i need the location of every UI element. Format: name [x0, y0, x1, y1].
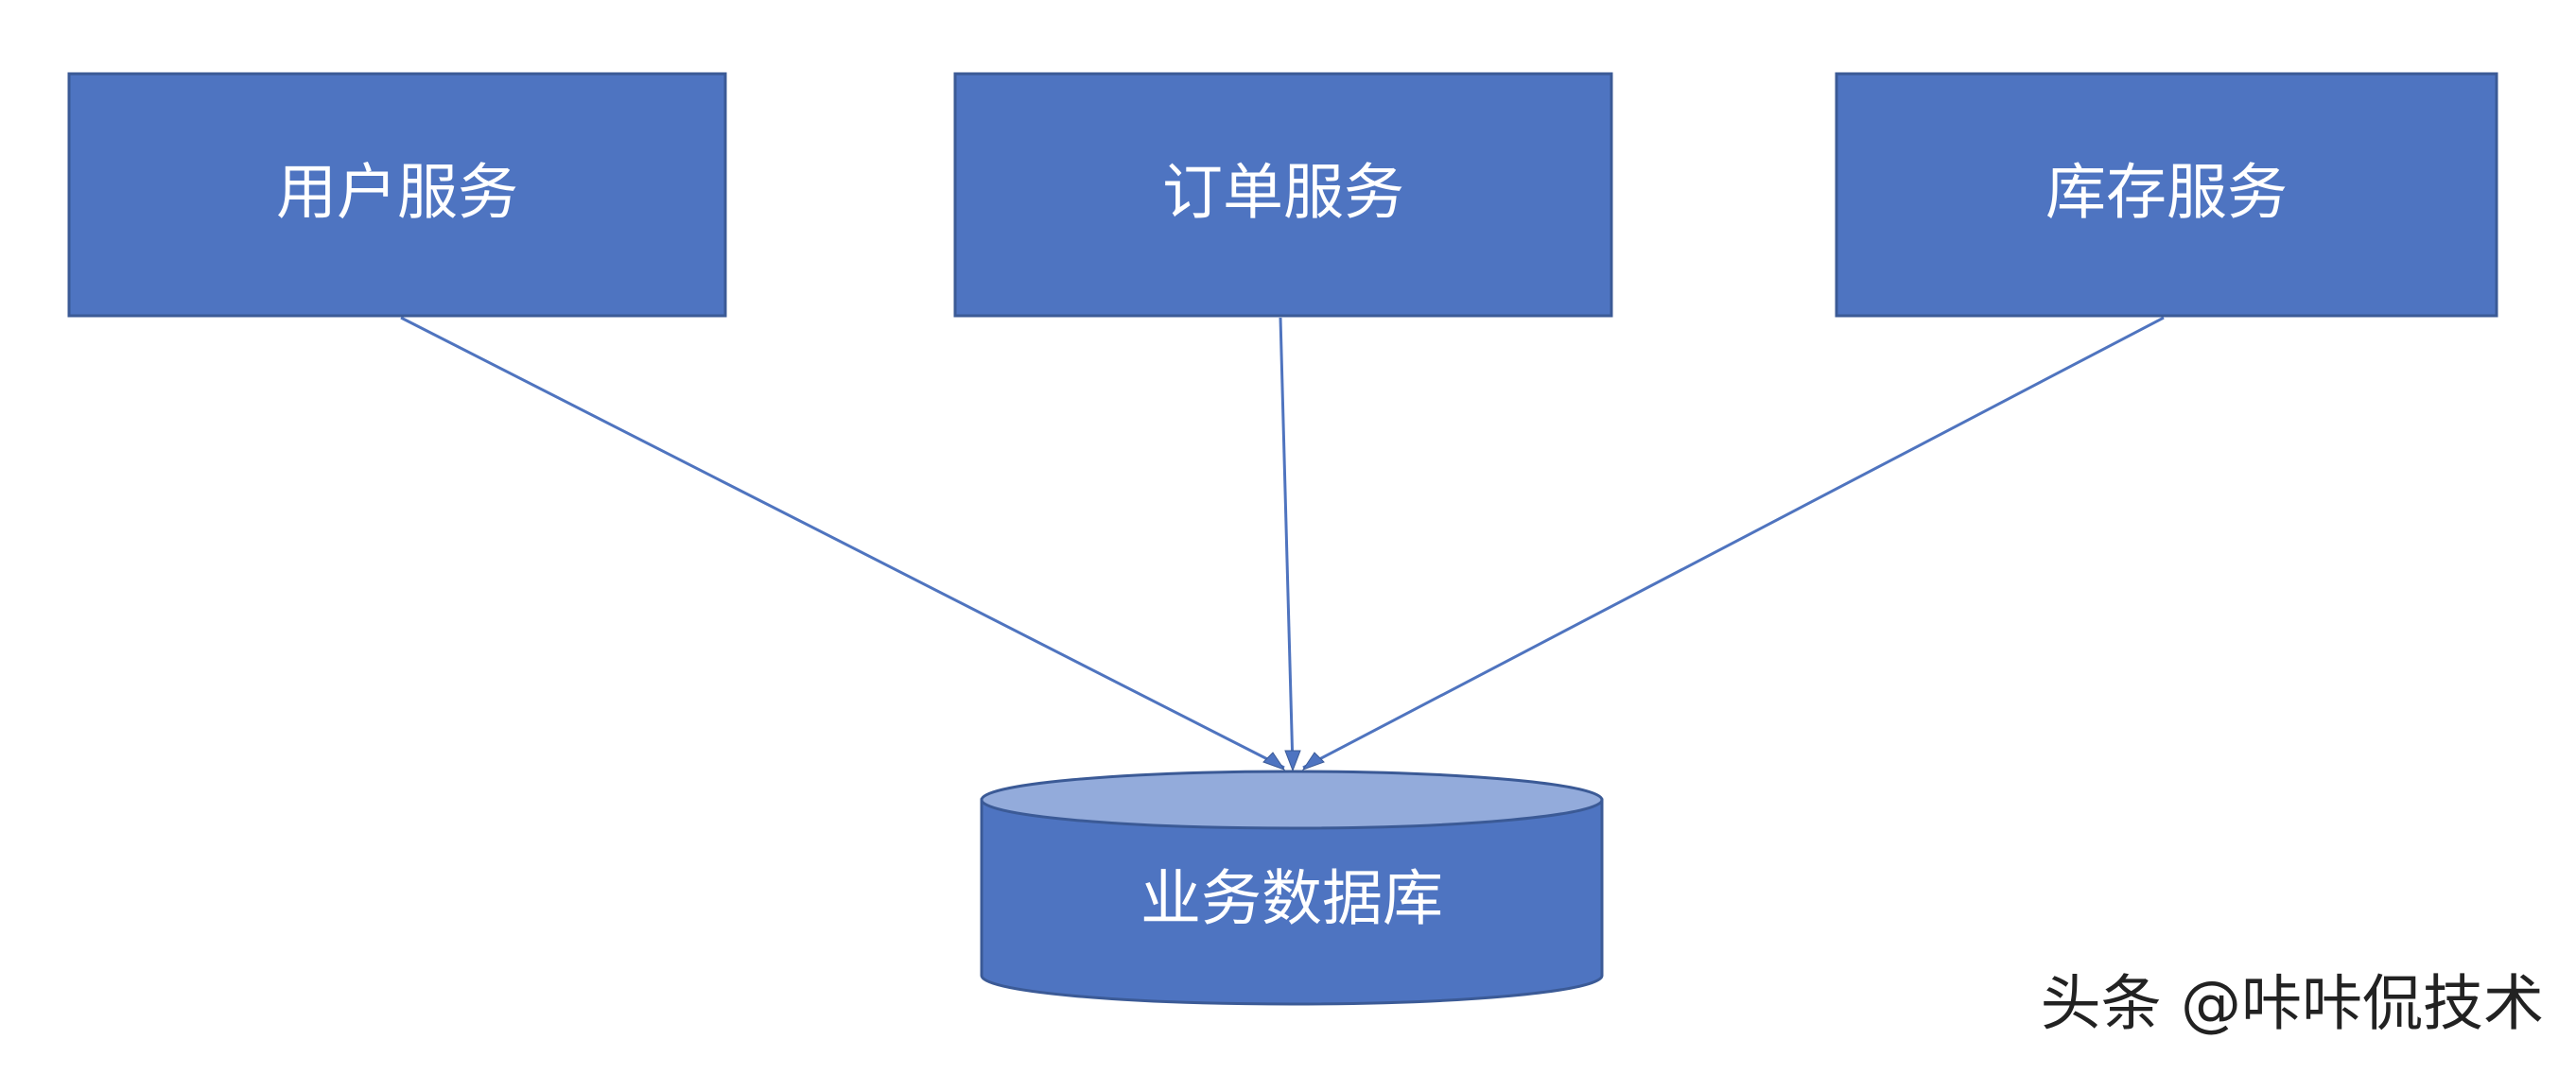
edges — [400, 316, 2165, 772]
db-body — [980, 798, 1604, 1006]
arrowhead-user-service — [1262, 752, 1286, 771]
node-label: 库存服务 — [2045, 159, 2288, 229]
watermark: 头条 @咔咔侃技术 — [2041, 970, 2544, 1040]
node-order-service: 订单服务 — [953, 72, 1613, 318]
node-label: 业务数据库 — [1140, 865, 1443, 935]
node-business-db: 业务数据库 — [980, 770, 1604, 1006]
node-inventory-service: 库存服务 — [1835, 72, 2498, 318]
arrowhead-inventory-service — [1301, 752, 1325, 771]
node-label: 用户服务 — [276, 159, 518, 229]
edge-user-service-to-business-db — [400, 316, 1285, 770]
db-top — [980, 770, 1604, 830]
node-label: 订单服务 — [1162, 159, 1404, 229]
arrowhead-order-service — [1284, 750, 1301, 772]
node-user-service: 用户服务 — [67, 72, 727, 318]
edge-order-service-to-business-db — [1279, 317, 1295, 769]
edge-inventory-service-to-business-db — [1302, 316, 2165, 770]
